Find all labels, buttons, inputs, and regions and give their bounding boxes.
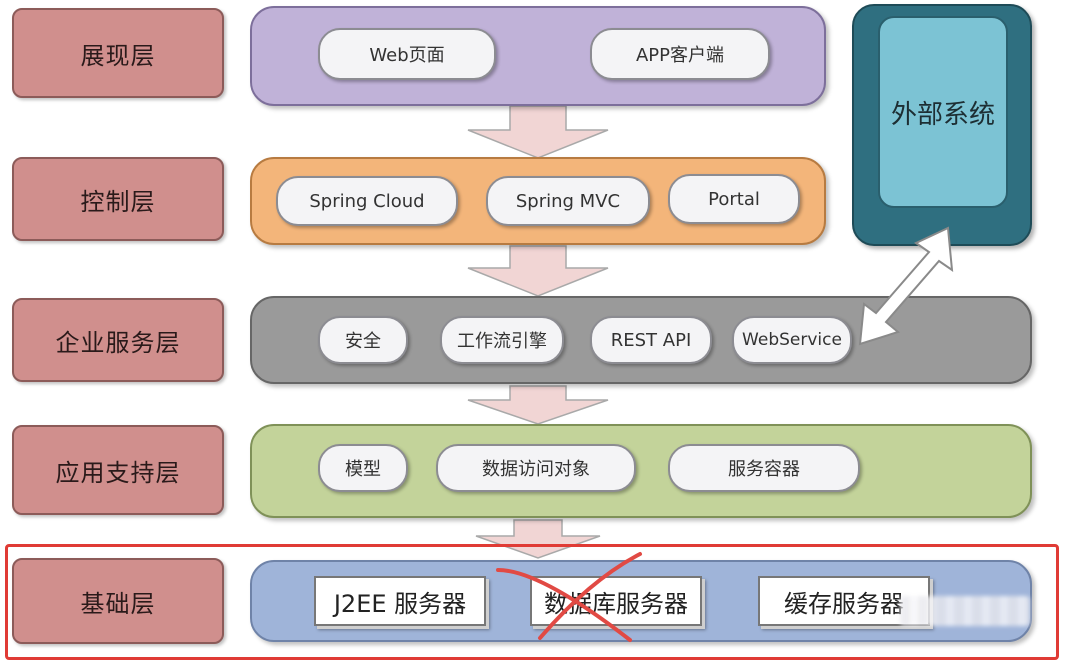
item-j2ee-server: J2EE 服务器 <box>314 576 486 626</box>
item-service-container: 服务容器 <box>668 444 860 492</box>
item-database-server: 数据库服务器 <box>530 576 702 626</box>
layer-label-text: 展现层 <box>80 41 156 70</box>
cross-out-mark <box>496 552 642 642</box>
layer-label-control: 控制层 <box>12 157 224 241</box>
item-webservice: WebService <box>732 316 852 364</box>
external-system-label: 外部系统 <box>890 99 995 130</box>
item-workflow-engine: 工作流引擎 <box>440 316 564 364</box>
item-model: 模型 <box>318 444 408 492</box>
cross-stroke-icon <box>496 568 632 642</box>
down-arrow-icon <box>467 105 609 159</box>
layer-label-presentation: 展现层 <box>12 8 224 98</box>
layer-label-application-support: 应用支持层 <box>12 425 224 515</box>
down-arrow-icon <box>467 245 609 297</box>
item-rest-api: REST API <box>590 316 712 364</box>
blur-watermark <box>900 596 1030 626</box>
layer-label-text: 控制层 <box>80 187 156 216</box>
down-arrow-icon <box>467 385 609 425</box>
layer-label-enterprise-service: 企业服务层 <box>12 298 224 382</box>
foundation-highlight-frame <box>5 544 1059 660</box>
item-app-client: APP客户端 <box>590 28 770 80</box>
item-spring-mvc: Spring MVC <box>486 176 650 226</box>
cross-stroke-icon <box>538 552 642 640</box>
item-security: 安全 <box>318 316 408 364</box>
double-arrow-icon <box>858 226 954 346</box>
bidirectional-arrow <box>858 226 954 346</box>
down-arrow-icon <box>475 519 601 559</box>
layer-label-text: 基础层 <box>80 589 156 618</box>
layer-label-foundation: 基础层 <box>12 558 224 644</box>
item-data-access-object: 数据访问对象 <box>436 444 636 492</box>
item-web-page: Web页面 <box>318 28 496 80</box>
external-system-inner: 外部系统 <box>878 16 1008 208</box>
item-spring-cloud: Spring Cloud <box>276 176 458 226</box>
layer-label-text: 企业服务层 <box>55 328 181 357</box>
item-portal: Portal <box>668 174 800 224</box>
layer-label-text: 应用支持层 <box>55 458 181 487</box>
